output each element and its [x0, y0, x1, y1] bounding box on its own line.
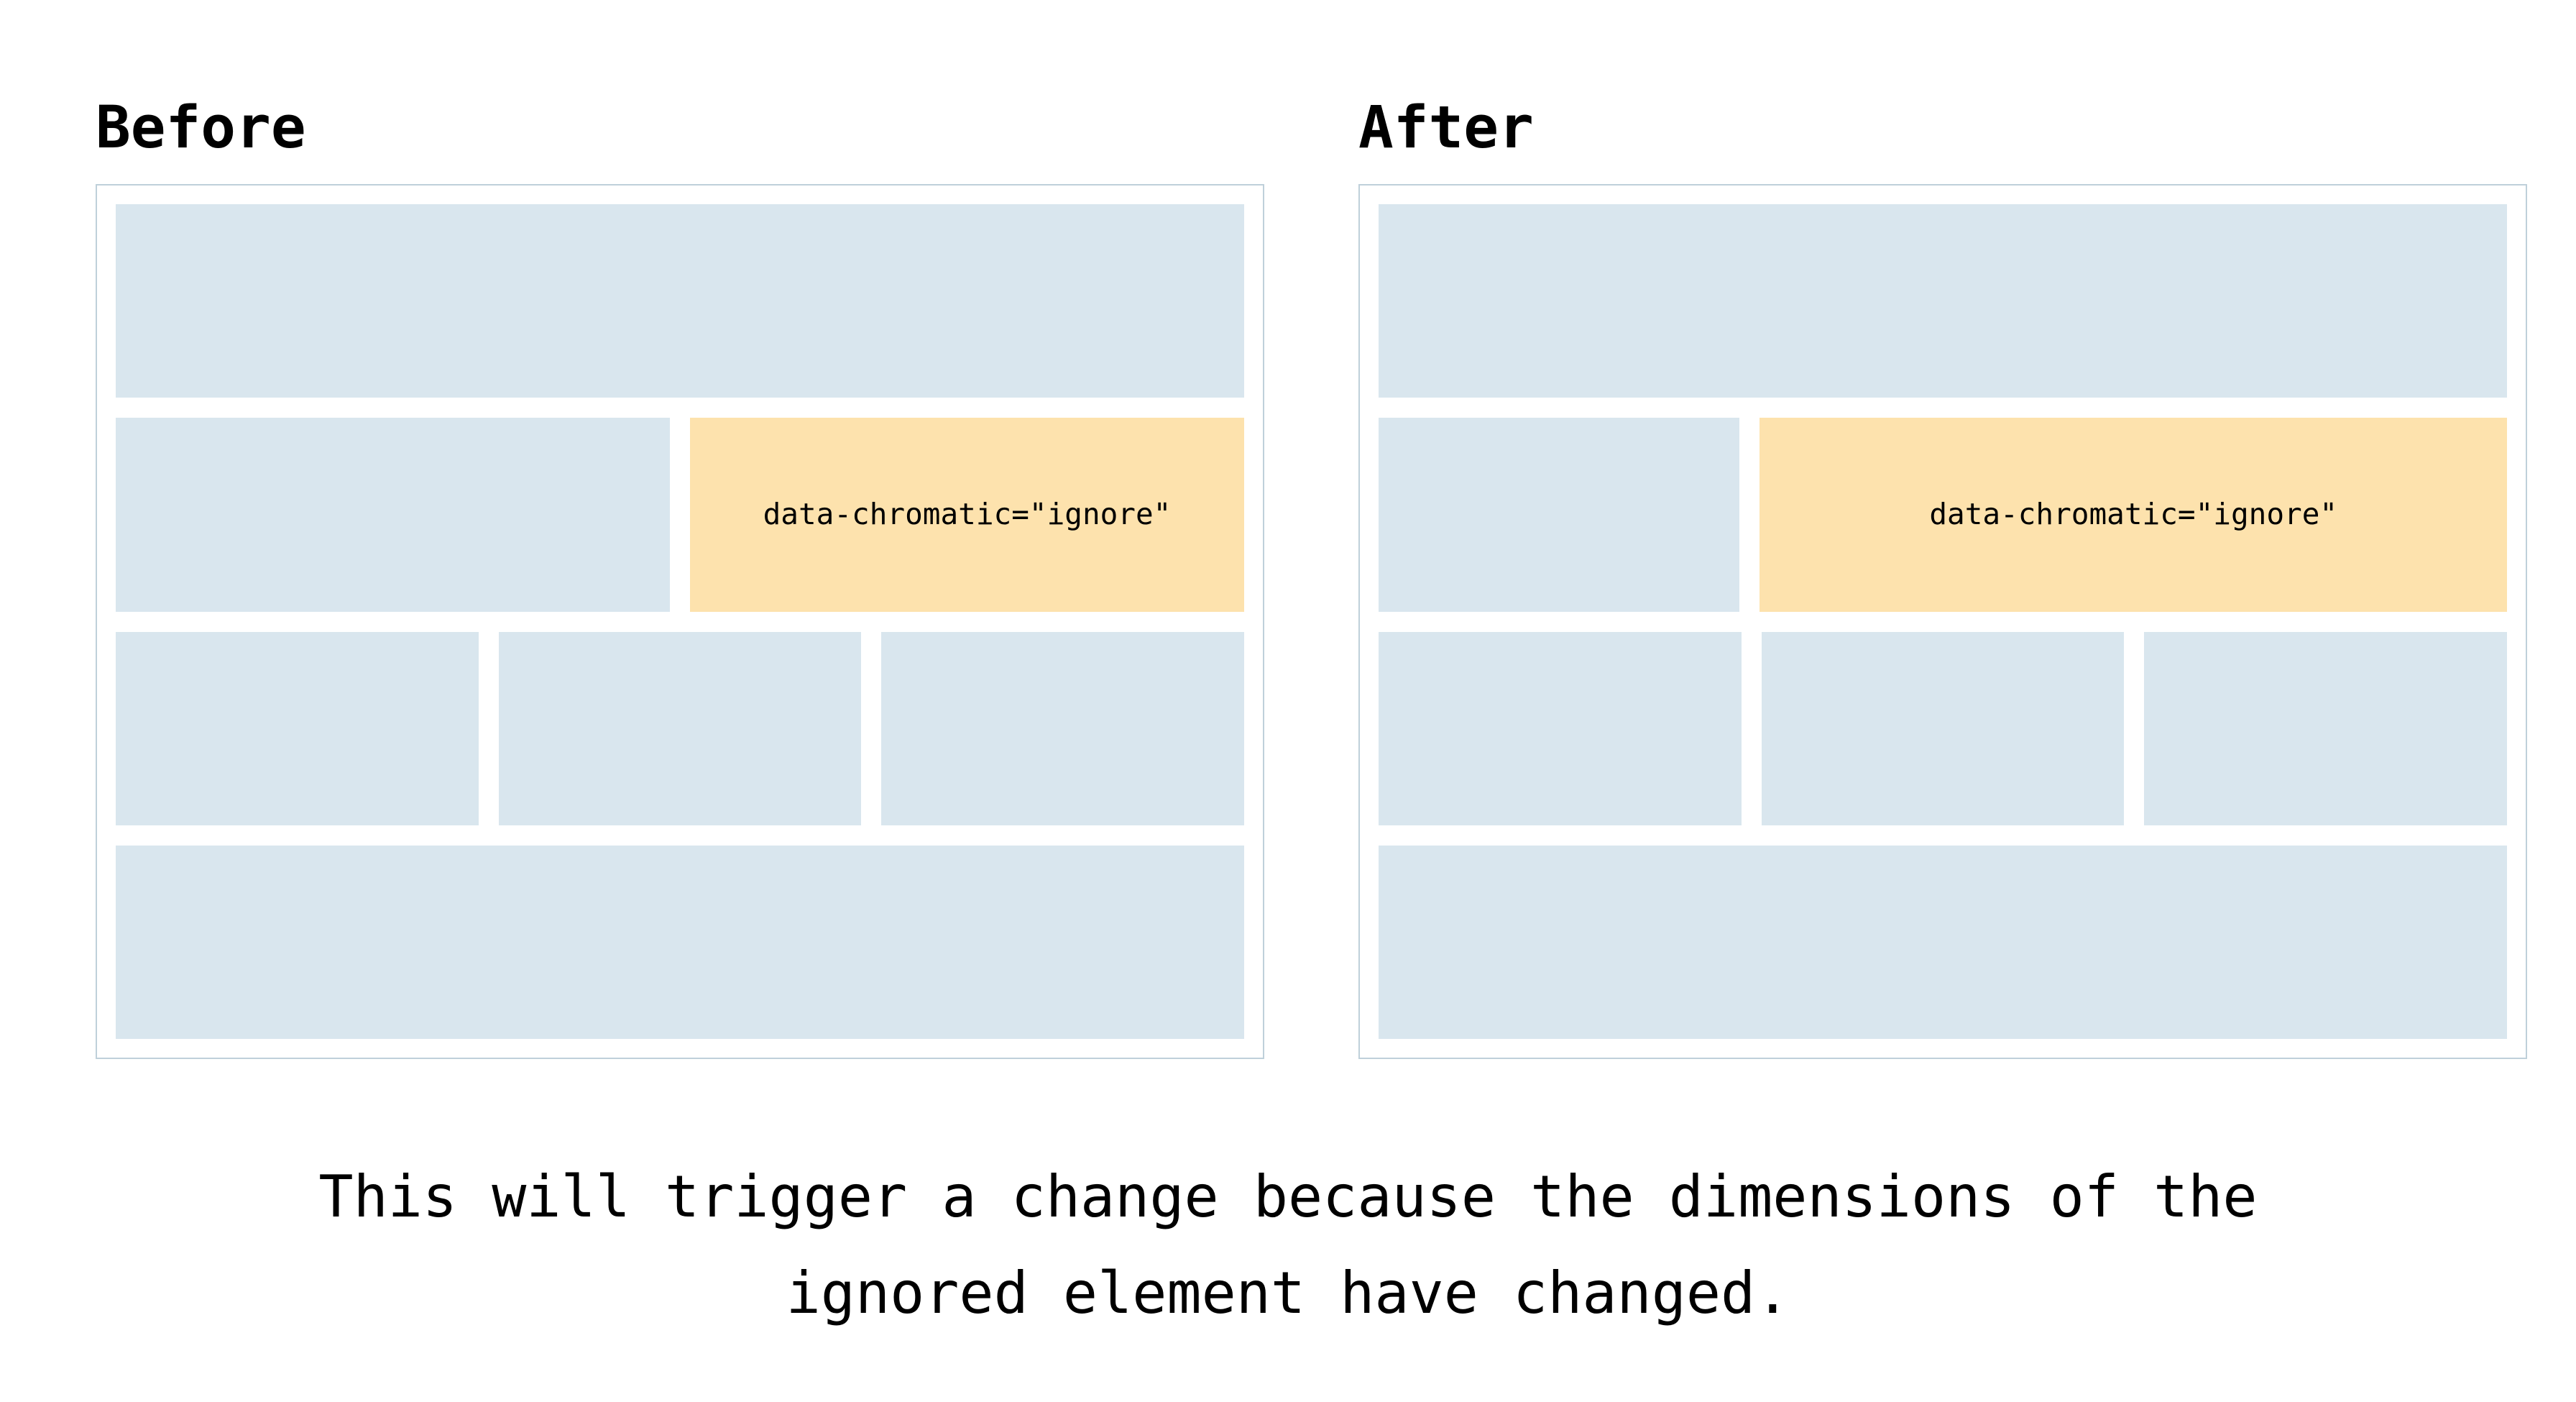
panel-row: data-chromatic="ignore": [116, 418, 1244, 612]
caption-line-2: ignored element have changed.: [786, 1260, 1790, 1327]
panel-row: [116, 845, 1244, 1039]
ignored-element-label: data-chromatic="ignore": [763, 497, 1172, 532]
panel-row: [1379, 631, 2508, 825]
content-block: [1761, 631, 2125, 825]
content-block: [1379, 418, 1740, 612]
hero-block: [116, 204, 1244, 398]
hero-block: [1379, 204, 2507, 398]
caption-line-1: This will trigger a change because the d…: [318, 1163, 2258, 1230]
panel-row: [116, 204, 1244, 398]
after-panel: data-chromatic="ignore": [1358, 184, 2527, 1059]
panel-row: data-chromatic="ignore": [1379, 418, 2507, 612]
ignored-element: data-chromatic="ignore": [1760, 418, 2507, 612]
before-section: Before data-chromatic="ignore": [96, 93, 1264, 1059]
caption: This will trigger a change because the d…: [0, 1149, 2576, 1342]
content-block: [498, 631, 862, 825]
before-heading: Before: [96, 94, 306, 162]
ignored-element-label: data-chromatic="ignore": [1929, 497, 2338, 532]
after-section: After data-chromatic="ignore": [1358, 93, 2527, 1059]
panel-row: [1379, 845, 2507, 1039]
before-panel: data-chromatic="ignore": [96, 184, 1264, 1059]
content-block: [2144, 631, 2508, 825]
content-block: [881, 631, 1245, 825]
ignored-element: data-chromatic="ignore": [690, 418, 1244, 612]
panel-row: [1379, 204, 2507, 398]
panel-row: [116, 631, 1245, 825]
footer-block: [1379, 845, 2507, 1039]
footer-block: [116, 845, 1244, 1039]
content-block: [116, 631, 479, 825]
content-block: [116, 418, 670, 612]
content-block: [1379, 631, 1742, 825]
after-heading: After: [1358, 94, 1534, 162]
